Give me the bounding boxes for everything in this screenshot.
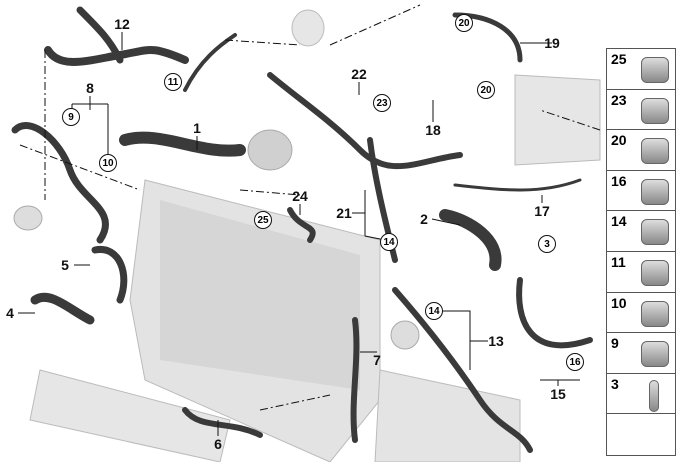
screw-icon <box>649 379 659 412</box>
callout-1: 1 <box>193 120 201 136</box>
legend-number: 9 <box>611 335 619 352</box>
callout-15: 15 <box>550 386 566 402</box>
legend-number: 3 <box>611 375 619 392</box>
legend-item-bolt: 25 <box>607 49 675 90</box>
nut-icon <box>641 259 669 286</box>
small-parts-legend: 25 23 20 16 14 11 10 9 3 <box>606 48 676 456</box>
callout-5: 5 <box>61 257 69 273</box>
legend-item-nut: 11 <box>607 252 675 293</box>
callout-13: 13 <box>488 333 504 349</box>
legend-item-clamp: 23 <box>607 90 675 131</box>
callout-19: 19 <box>544 35 560 51</box>
clip-icon <box>641 219 669 246</box>
aux-pump-2 <box>390 320 420 350</box>
callout-21: 21 <box>336 205 352 221</box>
callout-4: 4 <box>6 305 14 321</box>
legend-number: 14 <box>611 213 627 230</box>
callout-3: 3 <box>538 235 556 253</box>
callout-18: 18 <box>425 122 441 138</box>
callout-20: 20 <box>455 14 473 32</box>
water-pump <box>247 129 293 171</box>
reservoir-cap <box>291 9 325 47</box>
legend-item-screw: 3 <box>607 374 675 415</box>
legend-number: 20 <box>611 132 627 149</box>
callout-8: 8 <box>86 80 94 96</box>
expansion-tank <box>514 74 601 166</box>
callout-9: 9 <box>62 108 80 126</box>
callout-12: 12 <box>114 16 130 32</box>
callout-22: 22 <box>351 66 367 82</box>
callout-6: 6 <box>214 436 222 452</box>
legend-item-clamp: 9 <box>607 333 675 374</box>
holder-icon <box>641 138 669 165</box>
callout-23: 23 <box>373 94 391 112</box>
callout-20: 20 <box>477 81 495 99</box>
callout-11: 11 <box>164 73 182 91</box>
dashed-leaders <box>19 4 601 411</box>
bolt-icon <box>641 57 669 83</box>
callout-10: 10 <box>99 154 117 172</box>
legend-number: 23 <box>611 91 627 108</box>
clip-icon <box>641 178 669 205</box>
clamp-icon <box>641 97 669 124</box>
callout-16: 16 <box>566 353 584 371</box>
radiator-core <box>160 200 360 390</box>
legend-number: 16 <box>611 172 627 189</box>
spring-clip-icon <box>641 300 669 327</box>
oil-cooler <box>29 369 231 462</box>
legend-item-clip: 16 <box>607 171 675 212</box>
legend-item-direction <box>607 414 675 455</box>
callout-7: 7 <box>373 352 381 368</box>
callout-14: 14 <box>425 302 443 320</box>
legend-item-holder: 20 <box>607 130 675 171</box>
legend-number: 11 <box>611 253 626 270</box>
callout-14: 14 <box>380 233 398 251</box>
aux-radiator <box>374 369 521 462</box>
callout-2: 2 <box>420 211 428 227</box>
aux-pump <box>13 205 43 231</box>
callout-17: 17 <box>534 203 550 219</box>
leader-lines <box>18 32 580 436</box>
legend-number: 25 <box>611 51 627 67</box>
callout-24: 24 <box>292 188 308 204</box>
legend-number: 10 <box>611 294 627 311</box>
callout-25: 25 <box>254 211 272 229</box>
legend-item-spring-clip: 10 <box>607 293 675 334</box>
clamp-icon <box>641 341 669 368</box>
legend-item-clip: 14 <box>607 211 675 252</box>
